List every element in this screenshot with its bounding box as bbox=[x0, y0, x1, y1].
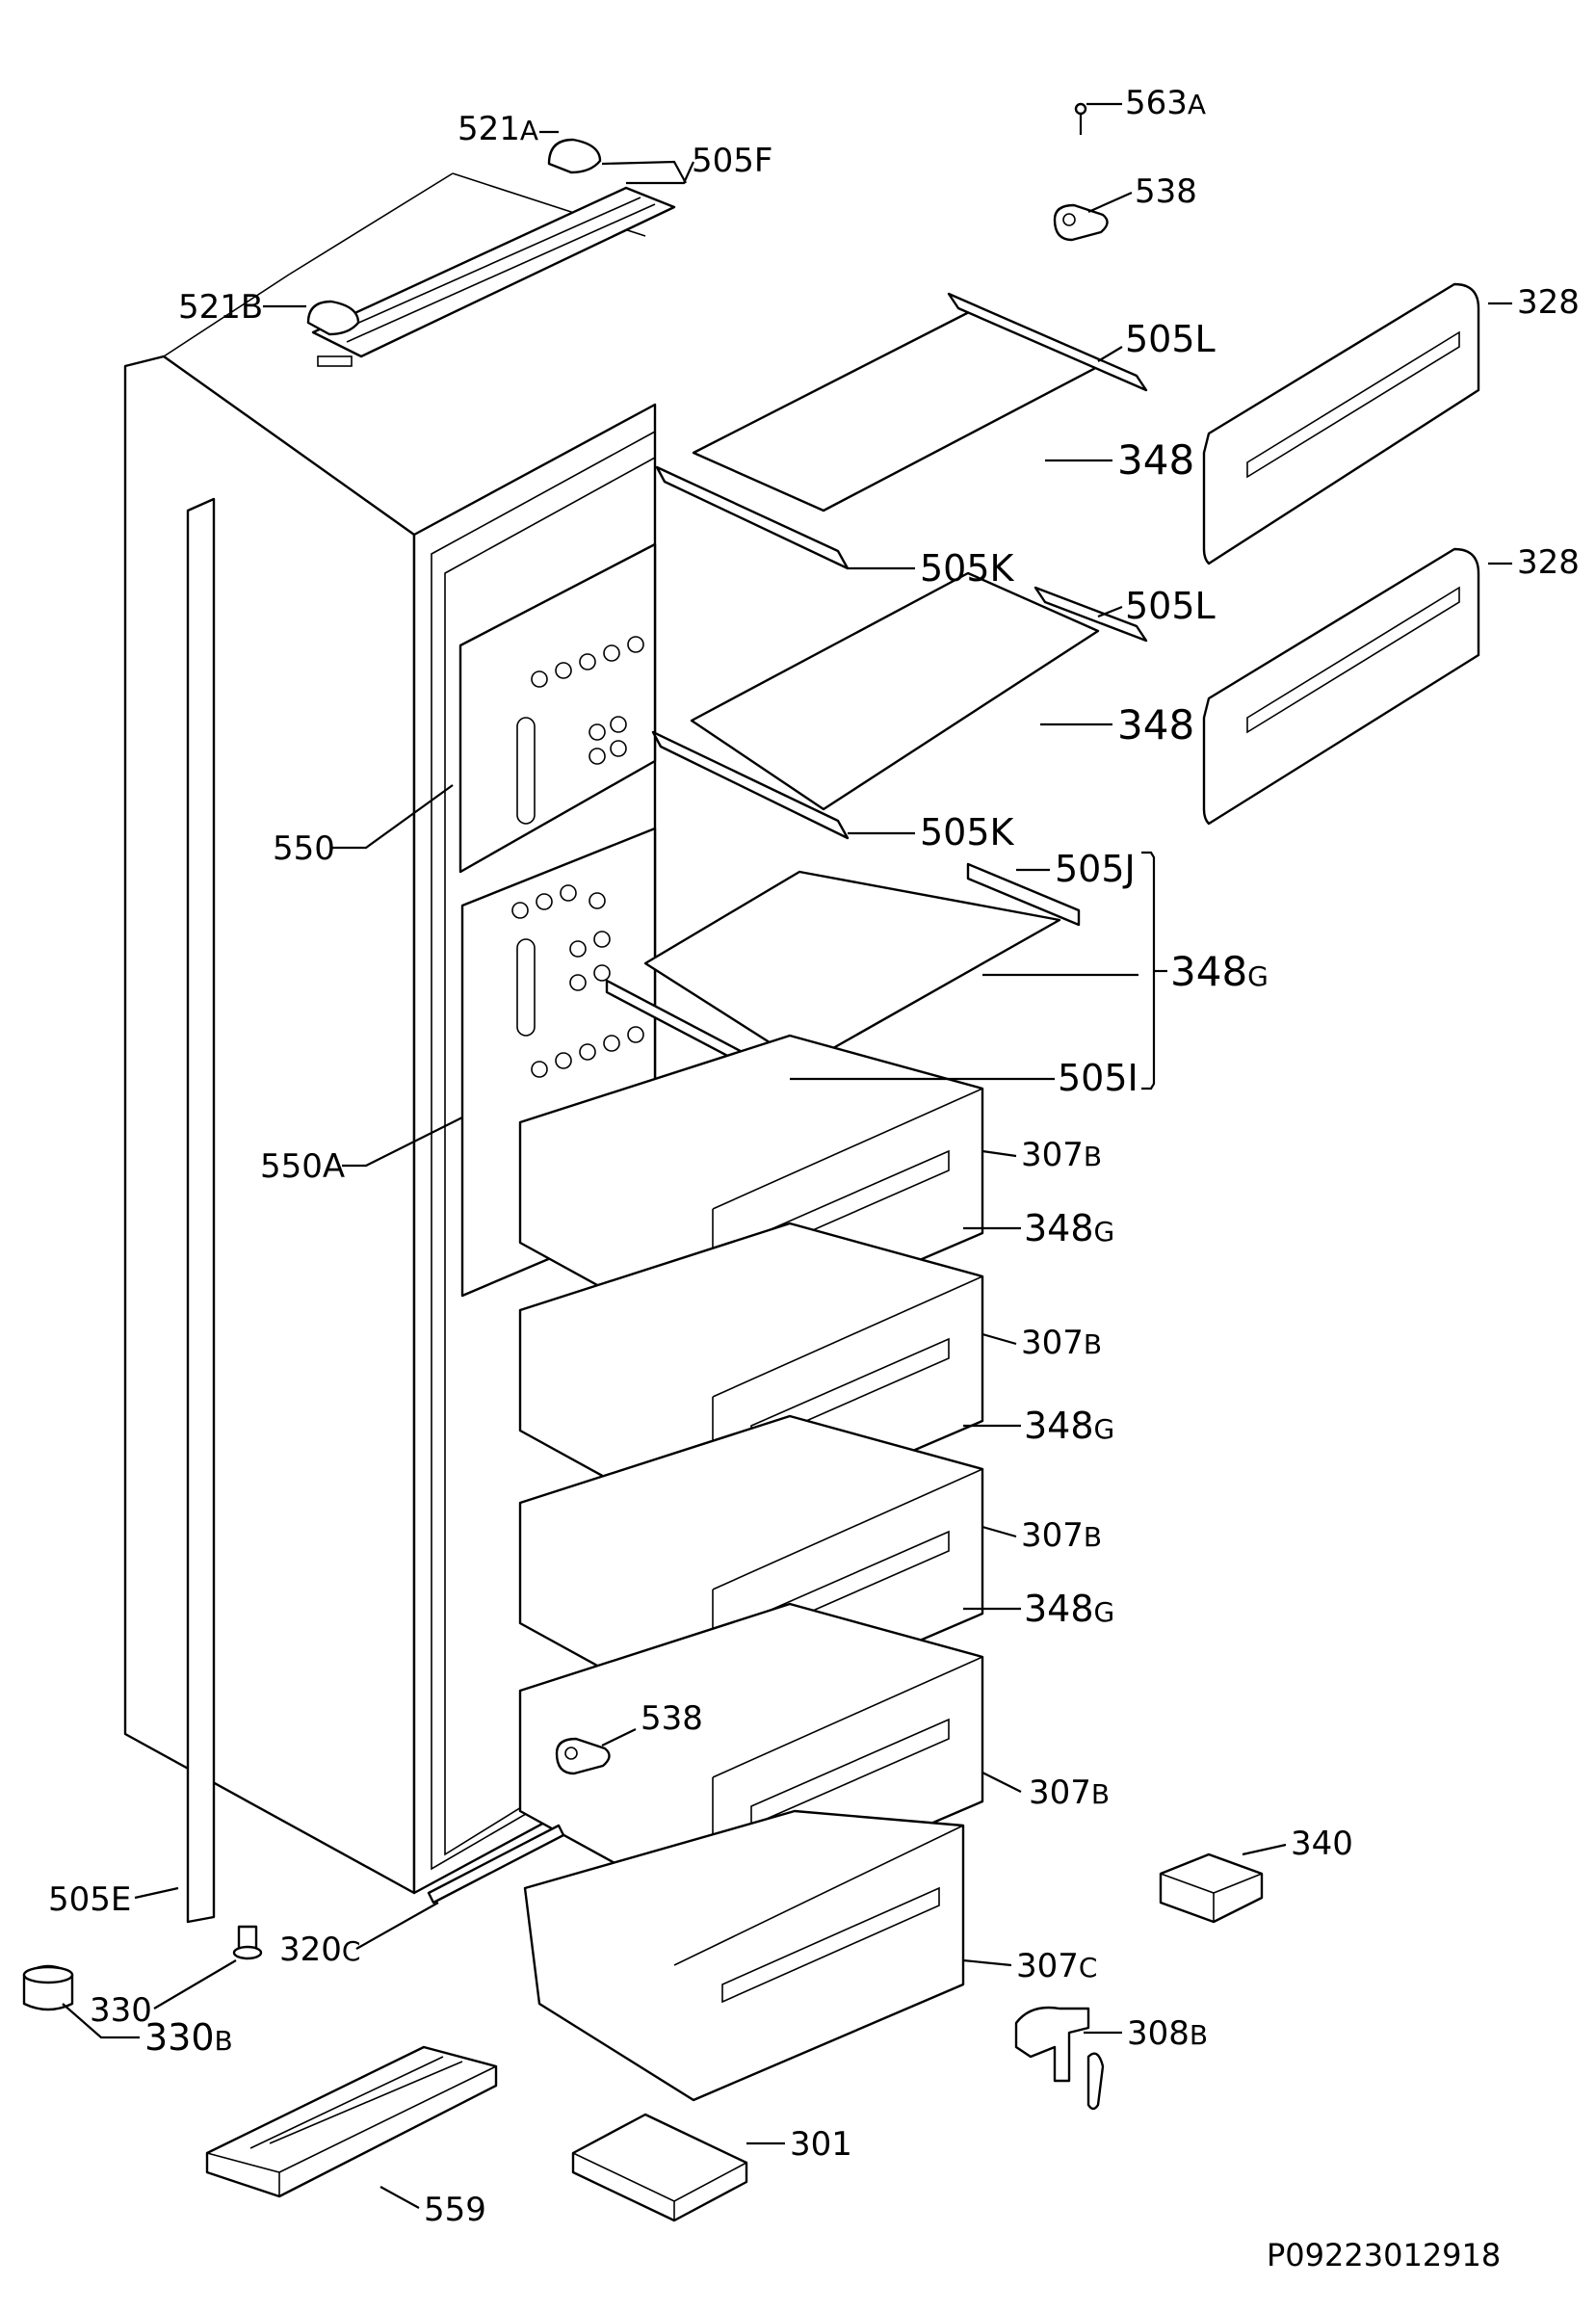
callout-505l-lower: 505L bbox=[1125, 585, 1216, 627]
glass-shelf-348-upper bbox=[655, 292, 1148, 570]
callout-301: 301 bbox=[790, 2125, 852, 2164]
callout-308b: 308B bbox=[1127, 2014, 1208, 2053]
callout-348g-bracket: 348G bbox=[1170, 948, 1269, 995]
door-seal-strip-505e bbox=[186, 497, 216, 1924]
callout-550: 550 bbox=[273, 829, 335, 868]
hinge-cap-521b bbox=[306, 300, 360, 336]
callout-340: 340 bbox=[1291, 1825, 1353, 1863]
door-balcony-328-lower bbox=[1202, 547, 1480, 826]
callout-559: 559 bbox=[424, 2191, 486, 2229]
callout-labels: 563A 521A 505F 538 521B 505L 328 348 505… bbox=[48, 84, 1580, 2273]
callout-328-lower: 328 bbox=[1517, 543, 1580, 582]
callout-538-bottom: 538 bbox=[641, 1699, 703, 1738]
callout-307b-1: 307B bbox=[1021, 1136, 1102, 1174]
drawing-code: P09223012918 bbox=[1267, 2237, 1501, 2273]
ice-tray-559 bbox=[205, 2045, 498, 2198]
foot-cap-330b bbox=[22, 1964, 74, 2011]
adjustable-foot-330 bbox=[232, 1925, 263, 1960]
callout-307b-2: 307B bbox=[1021, 1324, 1102, 1362]
callout-330b: 330B bbox=[144, 2016, 233, 2059]
callout-307c: 307C bbox=[1016, 1947, 1097, 1985]
callout-330: 330 bbox=[90, 1991, 152, 2030]
callout-320c: 320C bbox=[279, 1931, 360, 1969]
callout-505k-upper: 505K bbox=[920, 547, 1015, 590]
callout-505j: 505J bbox=[1055, 848, 1136, 890]
callout-505i: 505I bbox=[1058, 1057, 1138, 1099]
ice-scraper-340 bbox=[1159, 1852, 1264, 1924]
callout-521a: 521A bbox=[458, 110, 538, 148]
callout-348-lower: 348 bbox=[1117, 701, 1194, 749]
callout-348g-3: 348G bbox=[1024, 1588, 1114, 1630]
callout-505k-lower: 505K bbox=[920, 811, 1015, 854]
dispenser-part-308b bbox=[1014, 2006, 1105, 2111]
control-buttons-550a bbox=[511, 884, 644, 1078]
screw-563a bbox=[1074, 102, 1087, 135]
control-buttons-550 bbox=[516, 636, 644, 825]
ice-cube-tray-301 bbox=[571, 2113, 748, 2222]
callout-307b-3: 307B bbox=[1021, 1516, 1102, 1555]
callout-328-upper: 328 bbox=[1517, 283, 1580, 322]
bottom-hinge-320c bbox=[427, 1824, 565, 1905]
glass-shelf-348-middle bbox=[651, 571, 1148, 840]
callout-550a: 550A bbox=[260, 1147, 345, 1186]
callout-307b-4: 307B bbox=[1029, 1773, 1110, 1812]
callout-563a: 563A bbox=[1125, 84, 1206, 122]
leader-lines bbox=[62, 102, 1512, 2209]
top-rail-505f bbox=[311, 186, 676, 367]
drawer-307c bbox=[523, 1809, 965, 2102]
callout-348g-2: 348G bbox=[1024, 1405, 1114, 1447]
callout-348g-1: 348G bbox=[1024, 1207, 1114, 1249]
callout-505e: 505E bbox=[48, 1880, 131, 1919]
callout-538-top: 538 bbox=[1135, 172, 1197, 211]
door-balcony-328-upper bbox=[1202, 282, 1480, 565]
hinge-538-top bbox=[1053, 203, 1109, 242]
hinge-538-bottom bbox=[555, 1737, 611, 1775]
callout-505f: 505F bbox=[692, 142, 772, 180]
hinge-cap-521a bbox=[547, 138, 602, 174]
callout-348-upper: 348 bbox=[1117, 436, 1194, 484]
bracket-348g bbox=[1141, 851, 1156, 1090]
callout-505l-upper: 505L bbox=[1125, 318, 1216, 360]
callout-521b: 521B bbox=[178, 288, 263, 327]
